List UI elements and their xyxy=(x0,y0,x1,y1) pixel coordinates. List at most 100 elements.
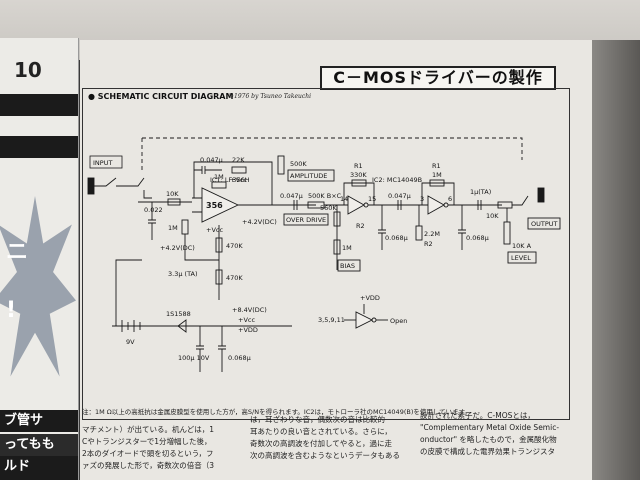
left-fragment: ブ管サ xyxy=(0,410,78,432)
schematic-frame xyxy=(82,88,570,420)
label-r10k-b: 10K xyxy=(486,212,499,220)
capacitor-1ta xyxy=(477,200,482,210)
resistor-1m-feedback xyxy=(211,181,227,189)
label-r22k: 22K xyxy=(232,156,245,164)
starburst-decoration xyxy=(0,196,76,377)
label-r560k: 560K xyxy=(320,204,337,212)
label-c068a: 0.068μ xyxy=(385,234,408,242)
label-vdd2: +VDD xyxy=(360,294,380,302)
schematic-author: ©1976 by Tsuneo Takeuchi xyxy=(228,93,312,100)
output-switch-wire xyxy=(506,195,529,222)
label-bat: 9V xyxy=(126,338,135,346)
bias-wire xyxy=(184,225,220,300)
inverter-1 xyxy=(347,195,365,215)
label-pin6: 6 xyxy=(448,195,452,203)
amplitude-label: AMPLITUDE xyxy=(290,172,327,180)
label-r1m-a: 1M xyxy=(214,173,224,181)
label-c047b: 0.047μ xyxy=(280,192,303,200)
left-fragment: ! xyxy=(6,298,17,323)
capacitor-068b xyxy=(458,205,466,250)
output-jack-icon xyxy=(537,187,545,203)
pot-10k-a xyxy=(503,221,511,245)
inverter-unused xyxy=(355,311,374,329)
label-v42b: +4.2V(DC) xyxy=(242,218,277,226)
label-pot500k: 500K B×C xyxy=(308,192,342,200)
bias-box xyxy=(337,259,361,272)
capacitor-068c xyxy=(218,326,226,372)
over-drive-box xyxy=(283,213,329,226)
resistor-1m-bias xyxy=(181,219,189,235)
label-r1b: R1 xyxy=(432,162,441,170)
pot-500k xyxy=(277,155,285,175)
label-r22m: 2.2M xyxy=(424,230,440,238)
label-vcc-top: +Vcc xyxy=(230,176,247,184)
page-number: 10 xyxy=(14,58,42,82)
left-text-bar xyxy=(0,136,78,158)
left-page: 10 ニ ! ブ管サ ってもも ルド 論で xyxy=(0,38,79,480)
label-r10k: 10K xyxy=(166,190,179,198)
label-r1m-d: 1M xyxy=(432,171,442,179)
label-v84: +8.4V(DC) xyxy=(232,306,267,314)
battery-9v xyxy=(112,320,152,332)
label-pins: 3,5,9,11 xyxy=(318,316,345,324)
article-page: C－MOSドライバーの製作 ● SCHEMATIC CIRCUIT DIAGRA… xyxy=(80,40,592,480)
label-r1m-b: 1M xyxy=(168,224,178,232)
left-fragment: ルド xyxy=(0,456,78,478)
label-open: Open xyxy=(390,317,407,325)
ic1-label: IC1: LF356H xyxy=(210,176,250,184)
background-right-page xyxy=(590,40,640,480)
input-label-box xyxy=(89,155,123,169)
feedback-wire xyxy=(193,161,273,205)
label-vdd: +VDD xyxy=(238,326,258,334)
resistor-22m xyxy=(415,225,423,241)
label-vcc-bot: +Vcc xyxy=(206,226,223,234)
label-c047c: 0.047μ xyxy=(388,192,411,200)
diode-1s1588 xyxy=(152,319,192,333)
over-drive-label: OVER DRIVE xyxy=(286,216,326,224)
label-c1ta: 1μ(TA) xyxy=(470,188,491,196)
label-r2: R2 xyxy=(356,222,365,230)
label-c100: 100μ 10V xyxy=(178,354,210,362)
ic-dashed-line xyxy=(142,137,523,160)
capacitor-022 xyxy=(148,202,156,240)
input-switch-wire xyxy=(94,177,152,199)
body-column-2: は，耳ざわりな音，偶数次の音は比較的 耳あたりの良い音とされている。さらに， 奇… xyxy=(250,415,400,460)
label-v42: +4.2V(DC) xyxy=(160,244,195,252)
label-c022: 0.022 xyxy=(144,206,163,214)
output-box xyxy=(527,217,561,230)
bias-label: BIAS xyxy=(340,262,355,270)
label-r1: R1 xyxy=(354,162,363,170)
label-c068c: 0.068μ xyxy=(228,354,251,362)
label-r470k-b: 470K xyxy=(226,274,243,282)
label-r330k: 330K xyxy=(350,171,367,179)
schematic-title: ● SCHEMATIC CIRCUIT DIAGRAM xyxy=(88,92,234,101)
level-box xyxy=(507,251,537,264)
level-label: LEVEL xyxy=(511,254,531,262)
label-pin15: 15 xyxy=(368,195,376,203)
capacitor-047b xyxy=(282,200,316,210)
label-pot10k: 10K A xyxy=(512,242,532,250)
capacitor-047c xyxy=(397,200,402,210)
label-r1m-c: 1M xyxy=(342,244,352,252)
label-c33: 3.3μ (TA) xyxy=(168,270,198,278)
left-fragment: ってもも xyxy=(0,434,78,456)
label-c068b: 0.068μ xyxy=(466,234,489,242)
input-jack-icon xyxy=(87,177,95,195)
input-label: INPUT xyxy=(93,159,112,167)
schematic-note: 注：1M Ω以上の高抵抗は金属皮膜型を使用した方が，高S/Nを得られます。IC2… xyxy=(82,408,472,416)
label-r470k-a: 470K xyxy=(226,242,243,250)
inverter-2-wire xyxy=(412,182,502,226)
label-vcc3: +Vcc xyxy=(238,316,255,324)
inverter-2 xyxy=(427,195,445,215)
schematic-diagram: IC1: LF356H IC2: MC14049B INPUT 10K 0.02… xyxy=(87,137,561,372)
label-diode: 1S1588 xyxy=(166,310,191,318)
opamp-label: 356 xyxy=(206,201,223,210)
inverter-1-wire xyxy=(343,182,412,206)
left-fragment: 論で xyxy=(0,478,78,480)
capacitor-047a xyxy=(194,166,222,174)
left-fragment: ニ xyxy=(6,240,29,265)
left-text-bar xyxy=(0,94,78,116)
label-r500k: 500K xyxy=(290,160,307,168)
body-column-3: 設計された素子だ。C-MOSとは， "Complementary Metal O… xyxy=(420,411,560,456)
resistor-22k xyxy=(231,166,247,174)
